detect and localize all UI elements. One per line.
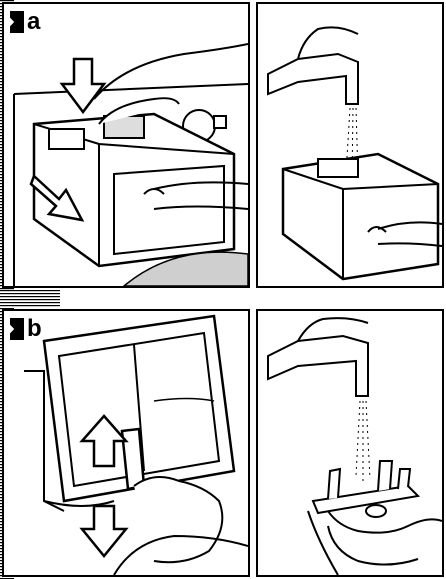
illustration-remove-drawer: [4, 4, 248, 286]
step-label-b: b: [10, 315, 42, 343]
arrow-down-icon: [62, 59, 104, 112]
left-hatch-rail-mid: [0, 290, 60, 308]
panel-step-a-remove-drawer: a: [2, 2, 250, 288]
step-label-a: a: [10, 8, 40, 36]
panel-step-b-remove-insert: b: [2, 309, 250, 577]
step-marker-icon: [10, 11, 24, 33]
water-tap-icon: [268, 27, 358, 104]
illustration-remove-insert: [4, 311, 248, 575]
panel-step-b-rinse-insert: [256, 309, 444, 577]
illustration-rinse-drawer: [258, 4, 442, 286]
water-tap-icon: [268, 318, 368, 396]
panel-step-a-rinse-drawer: [256, 2, 444, 288]
step-letter-a: a: [27, 8, 40, 36]
step-letter-b: b: [27, 315, 42, 343]
arrow-down-icon: [82, 506, 126, 556]
illustration-rinse-insert: [258, 311, 442, 575]
step-marker-icon: [10, 318, 24, 340]
